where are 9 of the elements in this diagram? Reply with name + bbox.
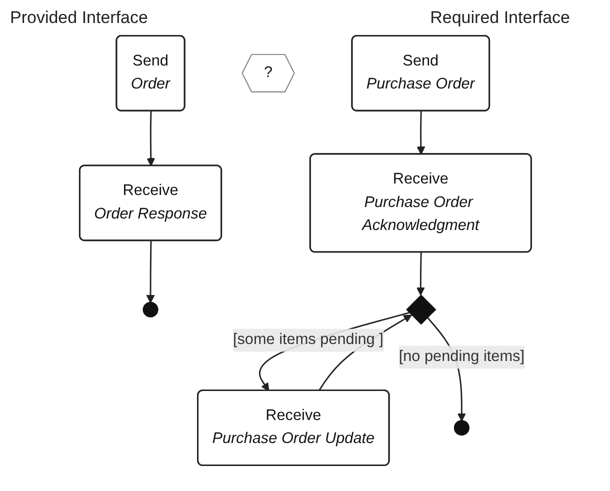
column-heading: Provided Interface	[10, 8, 148, 28]
node-diamond	[406, 294, 436, 325]
arrow	[146, 111, 155, 166]
arrow	[416, 252, 424, 296]
edge-label: [no pending items]	[398, 348, 524, 365]
edge-label: [some items pending ]	[232, 332, 383, 348]
arrow	[416, 111, 425, 155]
arrow	[146, 240, 154, 304]
column-heading: Required Interface	[430, 8, 570, 28]
